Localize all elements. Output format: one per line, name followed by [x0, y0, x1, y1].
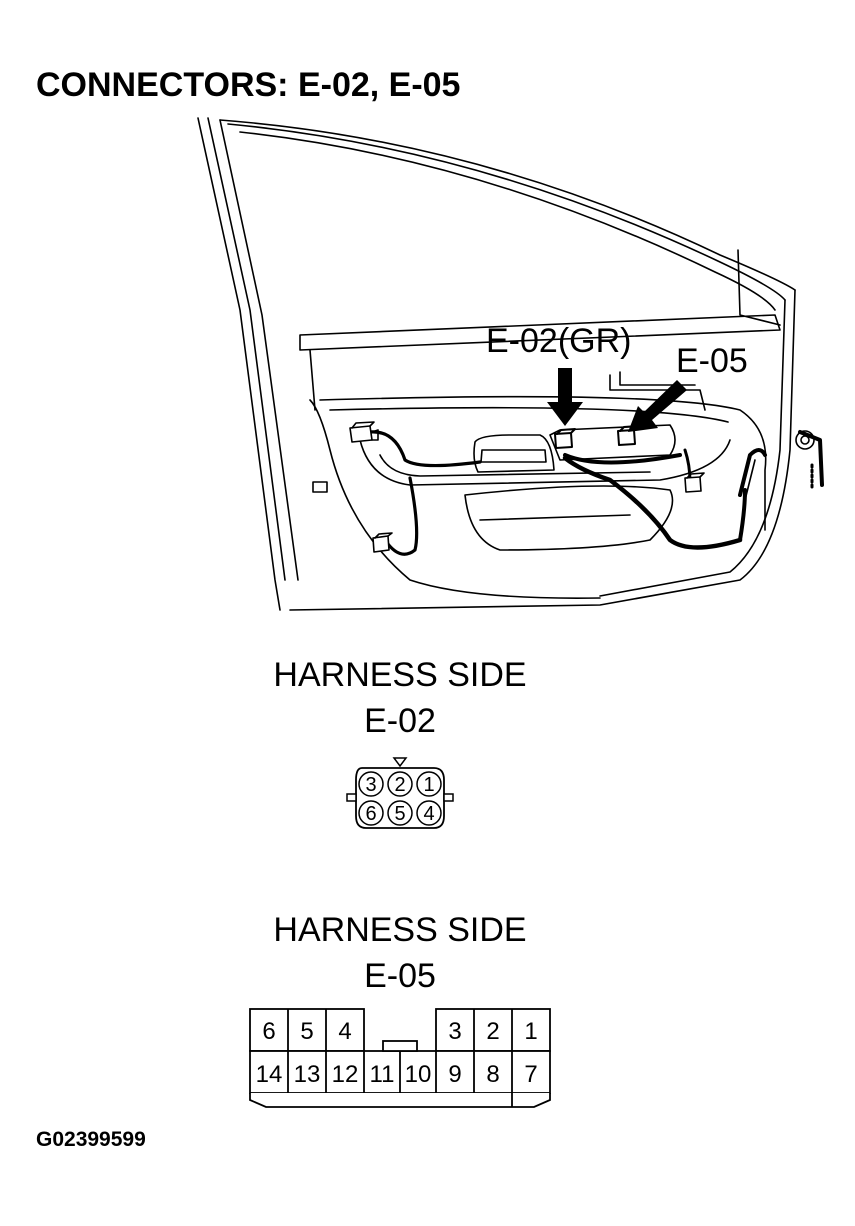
- e02-pin: 1: [423, 774, 434, 796]
- e05-pin: 14: [256, 1061, 283, 1088]
- e05-pin: 10: [405, 1061, 432, 1088]
- harness-e02-label: HARNESS SIDE E-02: [200, 652, 600, 744]
- page-title: CONNECTORS: E-02, E-05: [36, 66, 461, 104]
- e05-pin: 9: [448, 1061, 461, 1088]
- e05-pin: 1: [524, 1018, 537, 1045]
- e02-pin: 5: [394, 803, 405, 825]
- callout-e02: E-02(GR): [486, 322, 632, 360]
- connector-e02-diagram: 3 2 1 6 5 4: [346, 757, 454, 829]
- e05-pin: 13: [294, 1061, 321, 1088]
- callout-e05: E-05: [676, 342, 748, 380]
- e05-pin: 3: [448, 1018, 461, 1045]
- e05-pin: 5: [300, 1018, 313, 1045]
- harness-e05-title: HARNESS SIDE: [273, 911, 527, 949]
- e02-pin: 3: [365, 774, 376, 796]
- harness-e02-title: HARNESS SIDE: [273, 656, 527, 694]
- e05-pin: 6: [262, 1018, 275, 1045]
- harness-e05-connector: E-05: [364, 957, 436, 995]
- e02-pin: 6: [365, 803, 376, 825]
- e02-pin: 2: [394, 774, 405, 796]
- e05-pin: 2: [486, 1018, 499, 1045]
- e05-pin: 7: [524, 1061, 537, 1088]
- harness-e05-label: HARNESS SIDE E-05: [200, 907, 600, 999]
- e05-pin: 4: [338, 1018, 351, 1045]
- e02-pin: 4: [423, 803, 434, 825]
- figure-id: G02399599: [36, 1128, 146, 1151]
- e05-pin: 12: [332, 1061, 359, 1088]
- e05-pin: 11: [370, 1061, 395, 1088]
- e05-pin: 8: [486, 1061, 499, 1088]
- door-illustration: [197, 117, 824, 611]
- harness-e02-connector: E-02: [364, 702, 436, 740]
- connector-e05-diagram: 6 5 4 3 2 1 14 13 12 11 10 9 8 7: [249, 1008, 551, 1108]
